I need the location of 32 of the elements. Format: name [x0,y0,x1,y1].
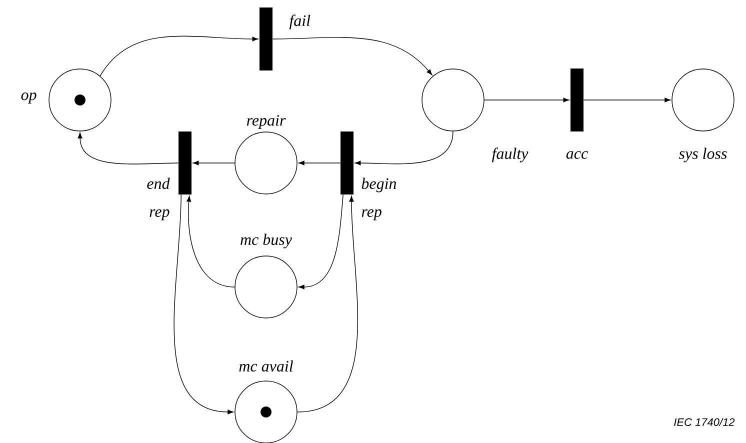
place-circle [234,256,298,318]
arrow [272,37,432,76]
arrow [484,98,570,102]
place-label: op [21,92,36,104]
arrow [174,194,234,414]
arrow [186,196,235,288]
arrow [192,160,235,166]
arrow [298,160,341,166]
place-circle [422,68,484,132]
place-label: faulty [492,148,528,162]
place-circle [672,68,734,132]
transition-bar [570,68,584,132]
place-circle [234,132,298,194]
arrow [297,196,358,412]
place-label: repair [246,115,286,129]
transition-bar [340,132,354,194]
figure-number: IEC 1740/12 [674,418,735,426]
arrow [298,194,344,290]
place-label: acc [566,151,588,159]
place-label: fail [289,14,310,30]
place-label: mc busy [240,234,292,248]
arrow [583,98,670,102]
place-label: begin rep [362,178,396,220]
arrow [354,131,454,166]
transition-bar [260,8,272,70]
place-circle [48,68,112,132]
arrow [78,132,179,164]
place-label: end rep [147,178,170,220]
arrow [100,36,258,76]
place-label: mc avail [239,360,293,372]
place-label: sys loss [678,148,727,162]
transition-bar [178,132,192,194]
